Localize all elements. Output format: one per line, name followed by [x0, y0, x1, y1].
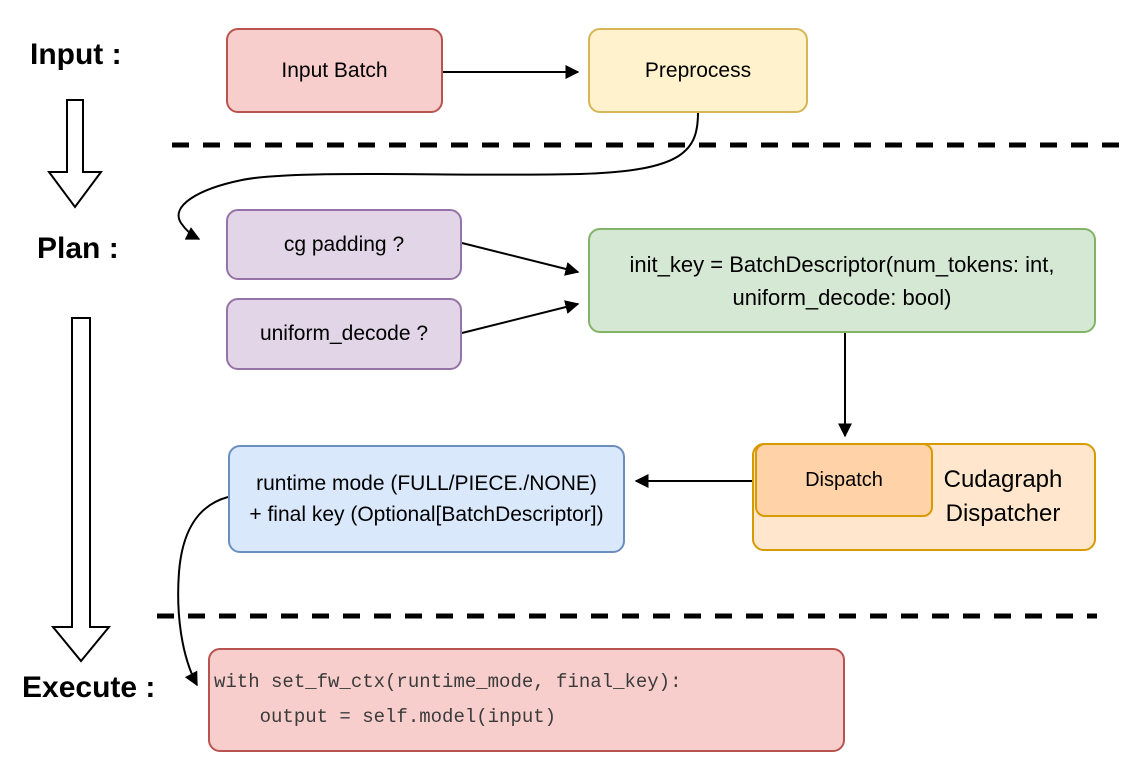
node-init-key: init_key = BatchDescriptor(num_tokens: i… — [588, 228, 1096, 333]
execute-code-line1: with set_fw_ctx(runtime_mode, final_key)… — [214, 671, 682, 694]
stage-label-execute: Execute : — [22, 671, 156, 704]
node-runtime-mode-line1: runtime mode (FULL/PIECE./NONE) — [256, 471, 597, 495]
node-input-batch-label: Input Batch — [281, 58, 388, 82]
node-dispatch: Dispatch — [755, 443, 933, 517]
arrow-runtime-mode-to-execute-code — [177, 496, 229, 687]
node-runtime-mode: runtime mode (FULL/PIECE./NONE) + final … — [228, 445, 625, 553]
cudagraph-dispatcher-label: Cudagraph Dispatcher — [918, 445, 1088, 549]
cudagraph-dispatcher-label-line2: Dispatcher — [945, 500, 1061, 527]
arrow-cg-padding-to-init-key — [461, 242, 580, 276]
node-preprocess: Preprocess — [588, 28, 808, 113]
execute-code-line2: output = self.model(input) — [214, 706, 557, 728]
stage-label-plan: Plan : — [37, 232, 119, 265]
node-preprocess-label: Preprocess — [644, 58, 752, 82]
node-uniform-decode-label: uniform_decode ? — [259, 322, 429, 345]
cudagraph-dispatcher-label-line1: Cudagraph — [943, 466, 1063, 494]
arrow-preprocess-to-cg-padding — [177, 111, 699, 240]
input-stage-arrow-icon — [47, 99, 103, 209]
node-execute-code: with set_fw_ctx(runtime_mode, final_key)… — [208, 648, 845, 752]
node-init-key-line1: init_key = BatchDescriptor(num_tokens: i… — [629, 251, 1055, 277]
node-runtime-mode-line2: + final key (Optional[BatchDescriptor]) — [249, 503, 604, 526]
node-init-key-line2: uniform_decode: bool) — [732, 284, 952, 310]
stage-label-input: Input : — [30, 38, 122, 71]
node-dispatch-label: Dispatch — [805, 468, 883, 491]
node-cg-padding: cg padding ? — [226, 209, 462, 280]
node-cg-padding-label: cg padding ? — [283, 232, 405, 256]
plan-stage-arrow-icon — [50, 317, 112, 663]
arrow-uniform-decode-to-init-key — [461, 300, 580, 334]
node-input-batch: Input Batch — [226, 28, 443, 113]
node-uniform-decode: uniform_decode ? — [226, 298, 462, 370]
